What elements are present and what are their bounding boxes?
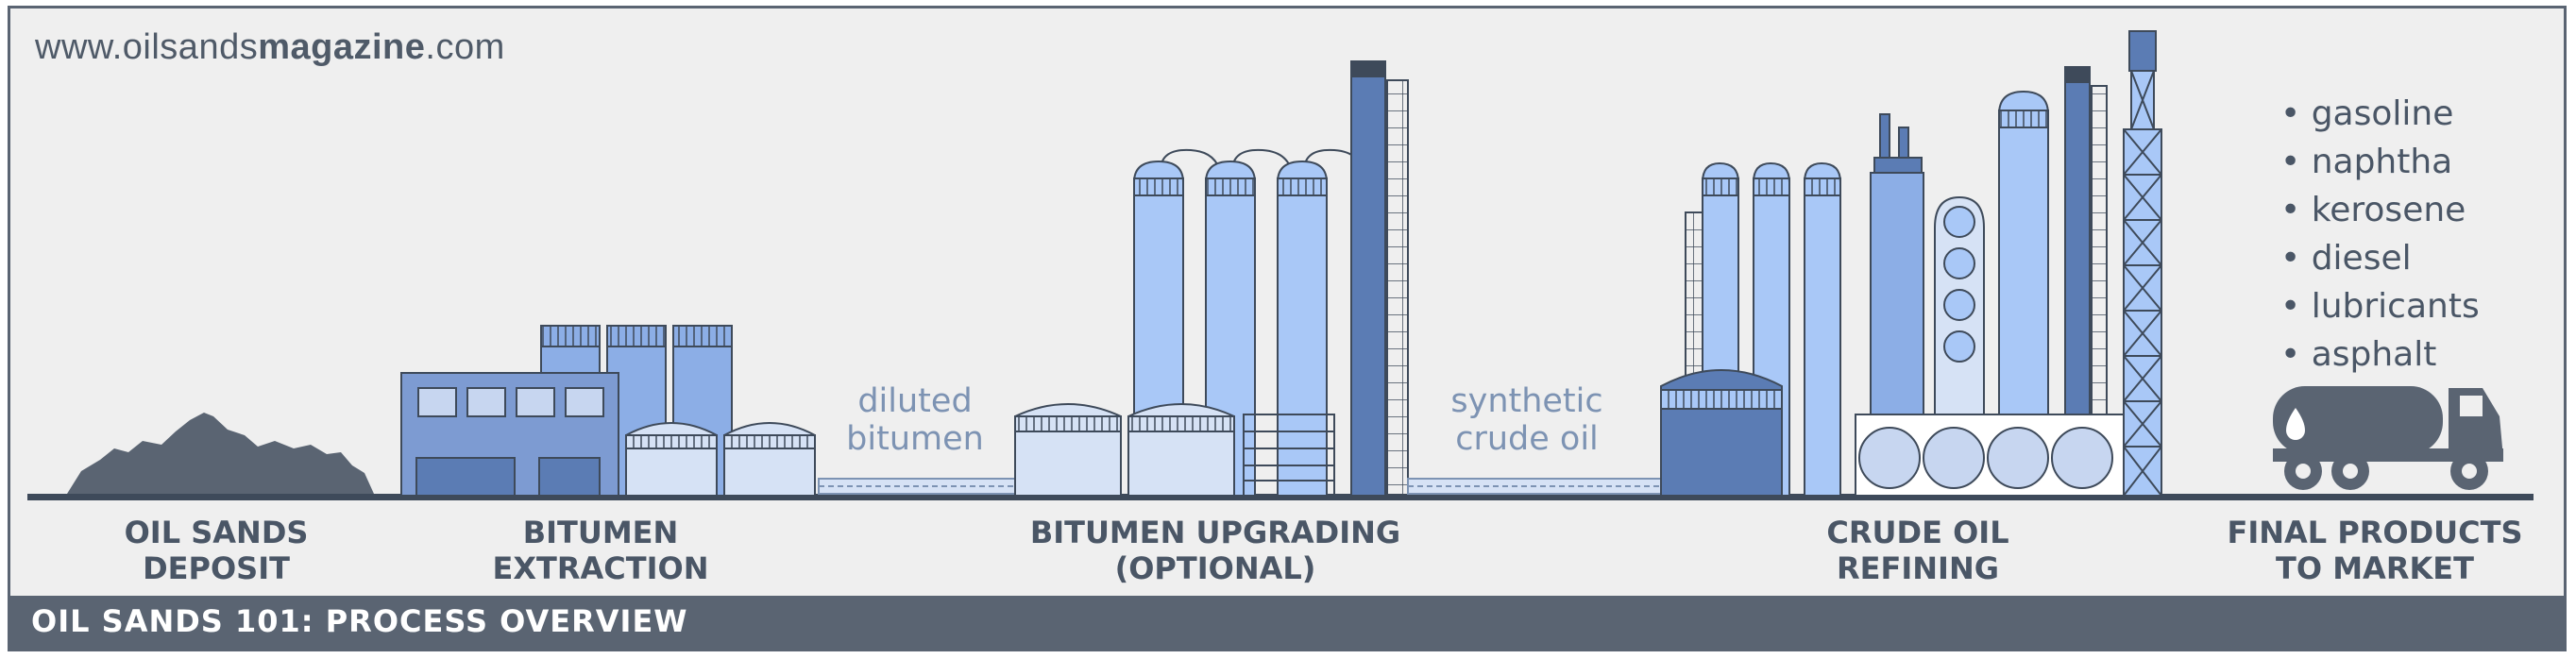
- flow-label-line1: diluted: [857, 382, 973, 420]
- stage-label-line2: (OPTIONAL): [1114, 550, 1316, 586]
- product-item: lubricants: [2280, 282, 2480, 330]
- stage-label-line1: OIL SANDS: [124, 515, 309, 550]
- bitumen-upgrader-icon: [1014, 60, 1409, 497]
- stage-label-line1: BITUMEN UPGRADING: [1029, 515, 1401, 550]
- flow-label-synthetic-crude-oil: synthetic crude oil: [1450, 382, 1602, 458]
- flow-label-line2: bitumen: [846, 420, 984, 458]
- product-item: naphtha: [2280, 138, 2480, 186]
- footer-bar: OIL SANDS 101: PROCESS OVERVIEW: [10, 596, 2564, 649]
- diluted-bitumen-pipeline: [818, 478, 1018, 495]
- product-item: kerosene: [2280, 186, 2480, 234]
- ground-line: [27, 494, 2534, 500]
- stage-label-line2: EXTRACTION: [492, 550, 709, 586]
- tanker-truck-icon: [2273, 386, 2503, 490]
- stage-label-line1: BITUMEN: [522, 515, 679, 550]
- infographic-frame: www.oilsandsmagazine.com: [8, 6, 2567, 651]
- stage-label-line2: DEPOSIT: [143, 550, 290, 586]
- final-products-list: gasoline naphtha kerosene diesel lubrica…: [2280, 90, 2480, 379]
- flow-label-line1: synthetic: [1450, 382, 1603, 420]
- footer-title: OIL SANDS 101: PROCESS OVERVIEW: [31, 603, 688, 639]
- stage-label-line2: REFINING: [1836, 550, 1999, 586]
- stage-label-line1: CRUDE OIL: [1826, 515, 2009, 550]
- stage-label-bitumen-extraction: BITUMEN EXTRACTION: [493, 515, 709, 586]
- stage-label-line1: FINAL PRODUCTS: [2227, 515, 2523, 550]
- stage-label-crude-oil-refining: CRUDE OIL REFINING: [1826, 515, 2008, 586]
- url-bold: magazine: [258, 27, 426, 67]
- website-url: www.oilsandsmagazine.com: [35, 27, 505, 68]
- oil-sands-deposit-icon: [67, 413, 374, 494]
- product-item: diesel: [2280, 234, 2480, 282]
- stage-label-final-products: FINAL PRODUCTS TO MARKET: [2227, 515, 2522, 586]
- stage-label-oil-sands-deposit: OIL SANDS DEPOSIT: [125, 515, 309, 586]
- bitumen-extraction-plant-icon: [400, 325, 816, 497]
- stage-label-bitumen-upgrading: BITUMEN UPGRADING (OPTIONAL): [1030, 515, 1400, 586]
- flow-label-line2: crude oil: [1455, 420, 1599, 458]
- url-suffix: .com: [425, 27, 505, 67]
- url-prefix: www.oilsands: [35, 27, 259, 67]
- product-item: gasoline: [2280, 90, 2480, 138]
- crude-oil-refinery-icon: [1660, 30, 2162, 497]
- process-illustration: [27, 30, 2534, 500]
- flow-label-diluted-bitumen: diluted bitumen: [846, 382, 984, 458]
- product-item: asphalt: [2280, 330, 2480, 379]
- synthetic-crude-pipeline: [1407, 478, 1662, 495]
- stage-label-line2: TO MARKET: [2276, 550, 2474, 586]
